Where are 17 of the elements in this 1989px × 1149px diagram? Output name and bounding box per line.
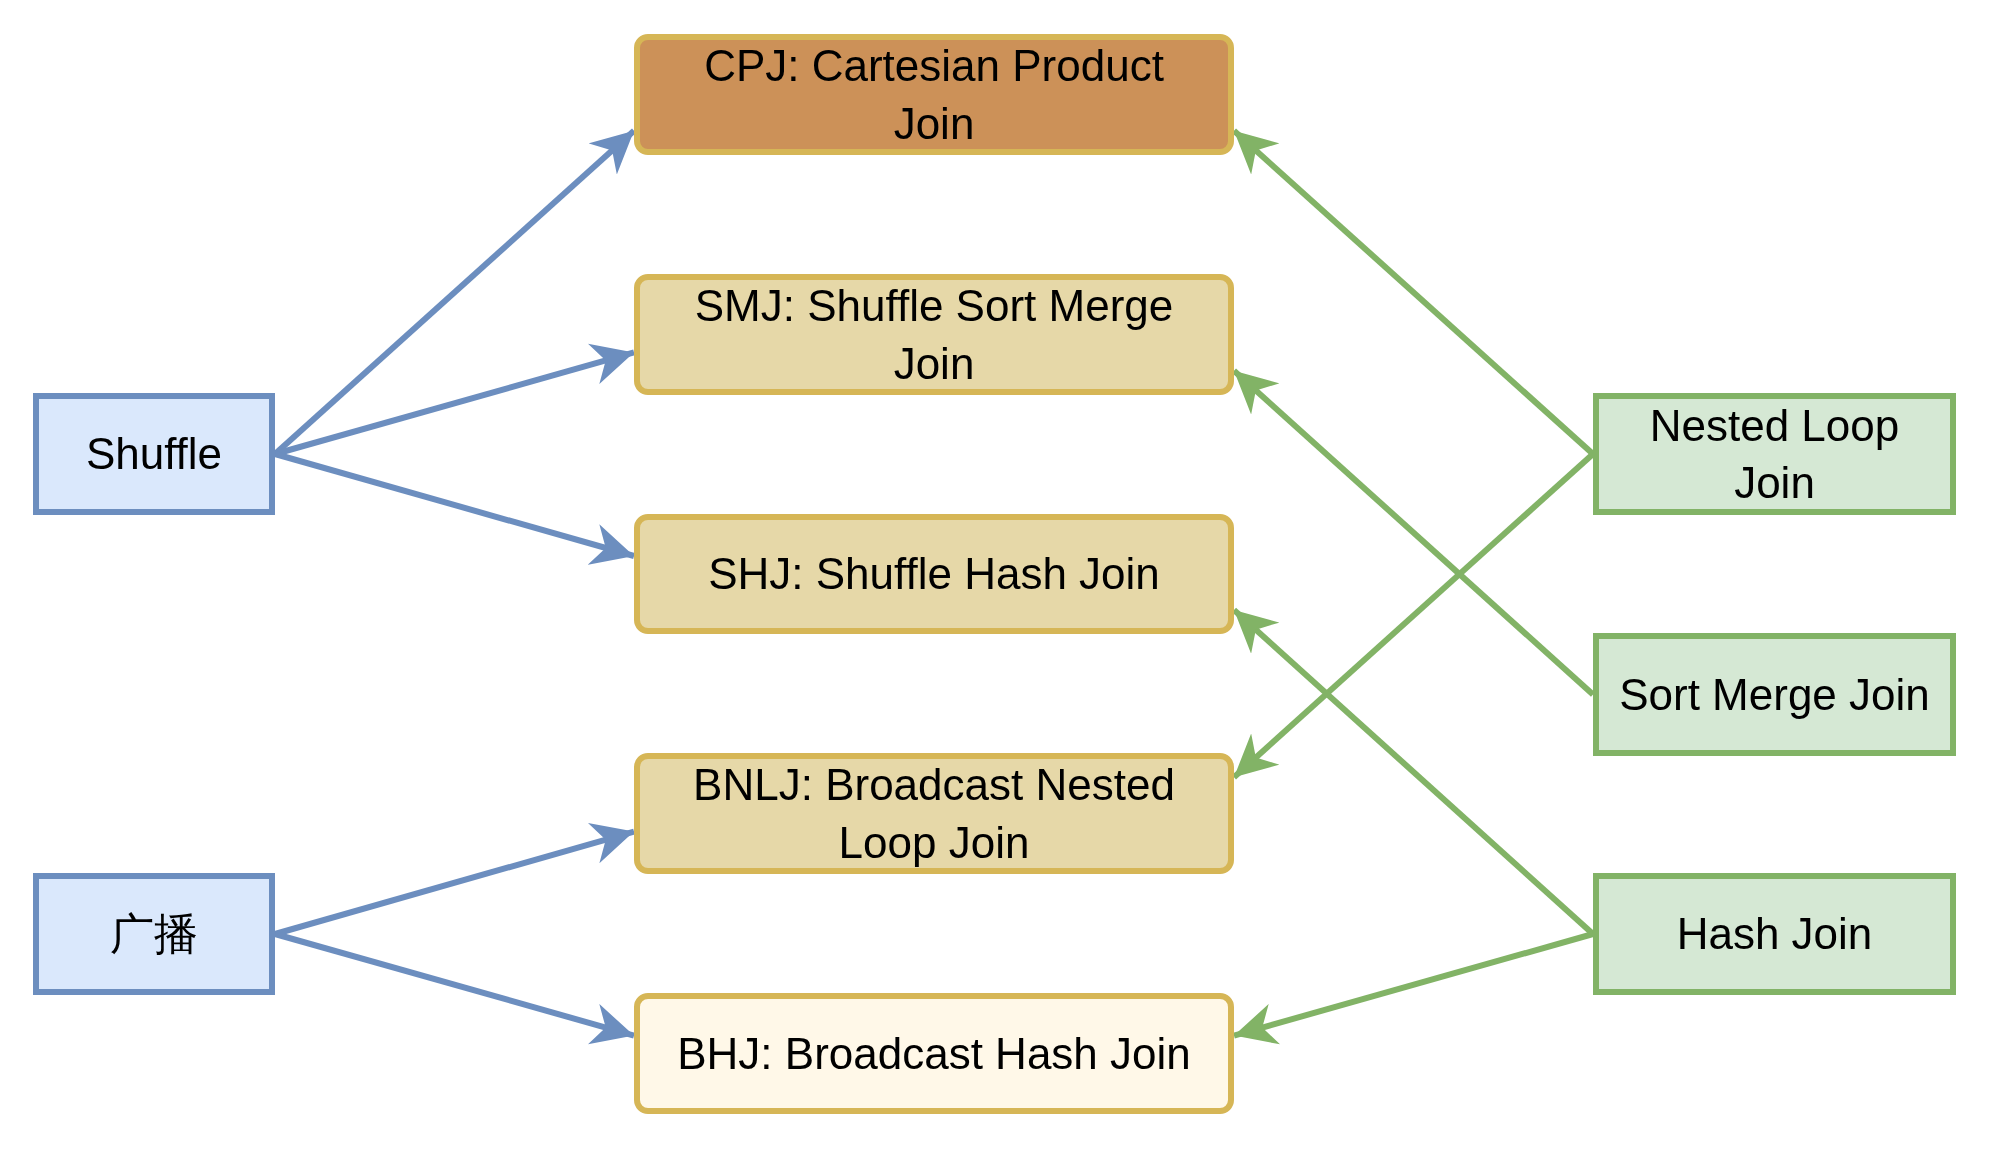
arrow: [1233, 931, 1594, 1045]
arrow: [1232, 451, 1595, 780]
join-box: SMJ: Shuffle Sort Merge Join: [634, 274, 1234, 395]
arrow: [1232, 128, 1595, 457]
arrow: [274, 451, 635, 565]
algorithm-box: Nested Loop Join: [1593, 393, 1956, 515]
arrow: [274, 931, 635, 1045]
category-box: Shuffle: [33, 393, 275, 515]
join-box: BHJ: Broadcast Hash Join: [634, 993, 1234, 1114]
category-box: 广播: [33, 873, 275, 995]
join-box: SHJ: Shuffle Hash Join: [634, 514, 1234, 634]
join-box: CPJ: Cartesian Product Join: [634, 34, 1234, 155]
arrow: [1232, 368, 1595, 697]
arrow: [274, 822, 635, 937]
join-box: BNLJ: Broadcast Nested Loop Join: [634, 753, 1234, 874]
algorithm-box: Sort Merge Join: [1593, 633, 1956, 756]
algorithm-box: Hash Join: [1593, 873, 1956, 995]
